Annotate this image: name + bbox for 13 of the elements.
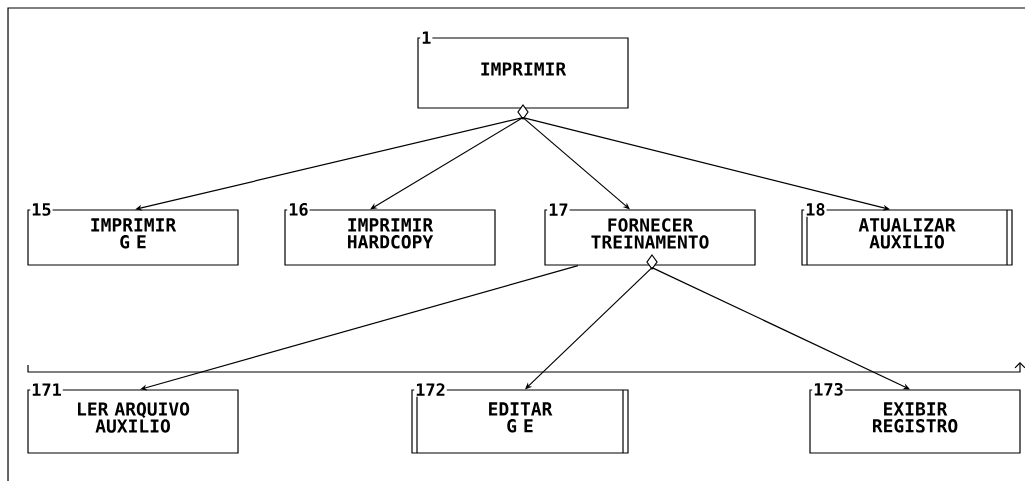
module-number: 17 [547,202,570,217]
arrow [522,117,890,211]
module-number: 1 [420,30,433,45]
module-number: 16 [287,202,310,217]
arrow [370,117,524,210]
module-number: 173 [812,382,845,397]
arrow [140,265,579,391]
arrow [651,267,910,390]
module-number: 171 [30,382,63,397]
module-number: 15 [30,202,53,217]
module-number: 18 [804,202,827,217]
arrow [135,117,524,211]
module-number: 172 [414,382,447,397]
